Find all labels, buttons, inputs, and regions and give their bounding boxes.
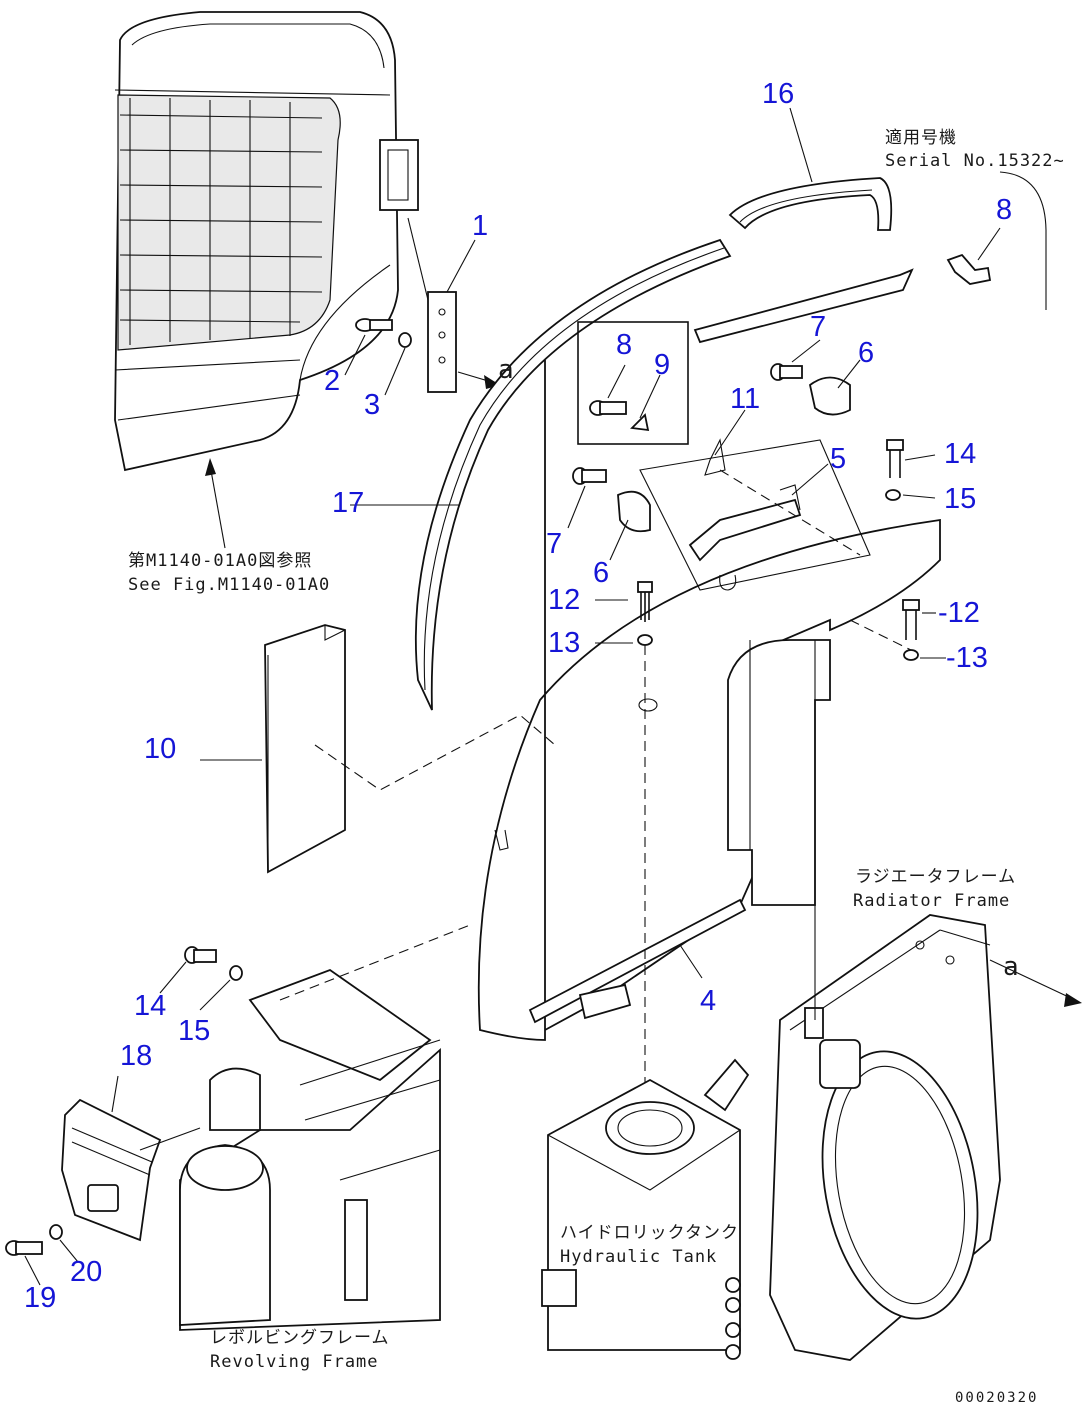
mount-hole — [638, 698, 658, 712]
arrow-a-label-2: a — [1003, 952, 1019, 982]
radiator-jp-label: ラジエータフレーム — [855, 867, 1016, 887]
right-dash — [849, 619, 912, 651]
part-15-washer-left — [229, 965, 243, 981]
part-9-pin — [630, 413, 650, 432]
part-5-bracket — [688, 438, 802, 562]
arrow-a-label-1: a — [498, 355, 514, 385]
revolving-jp-label: レボルビングフレーム — [210, 1328, 390, 1348]
callout-10: 10 — [144, 733, 176, 765]
hood-cover — [114, 11, 419, 472]
part-12-bolt-center — [637, 581, 653, 622]
radiator-frame — [769, 914, 1001, 1361]
part-19-bolt — [5, 1240, 43, 1256]
callout-13-center: 13 — [548, 627, 580, 659]
part-8-clip-right — [946, 253, 992, 285]
part-13-washer-right — [903, 649, 919, 661]
part-6-clip-lower — [617, 490, 651, 533]
callout-3: 3 — [364, 389, 380, 421]
part-7-bolt-lower — [572, 467, 607, 485]
drawing-code: 00020320 — [955, 1390, 1038, 1406]
callout-19: 19 — [24, 1282, 56, 1314]
fig-ref-en-label: See Fig.M1140-01A0 — [128, 575, 330, 595]
part-7-bolt-upper — [770, 363, 803, 381]
callout-16: 16 — [762, 78, 794, 110]
cover-leader — [139, 1127, 201, 1151]
callout-14-right: 14 — [944, 438, 976, 470]
leader-lines — [24, 107, 1001, 1286]
hydraulic-tank — [541, 1058, 750, 1360]
part-20-washer — [49, 1224, 63, 1240]
callout-numbers: 1 2 3 4 5 6 6 7 7 8 8 9 10 11 12 -12 13 … — [24, 78, 1012, 1314]
callout-17: 17 — [332, 487, 364, 519]
fig-ref-arrowhead — [205, 458, 216, 476]
serial-bracket — [999, 171, 1047, 310]
revolving-en-label: Revolving Frame — [210, 1352, 379, 1372]
callout-8-box: 8 — [616, 329, 632, 361]
part-14-bolt-left — [184, 946, 217, 964]
callout-7-lower: 7 — [546, 528, 562, 560]
callout-6-upper: 6 — [858, 337, 874, 369]
callout-11: 11 — [730, 383, 760, 415]
fig-ref-leader — [209, 464, 226, 549]
part-14-bolt-right — [886, 439, 904, 478]
part-8-bolt — [589, 400, 627, 416]
callout-8-right: 8 — [996, 194, 1012, 226]
callout-12-center: 12 — [548, 584, 580, 616]
callout-1: 1 — [472, 210, 488, 242]
callout-5: 5 — [830, 443, 846, 475]
callout-6-lower: 6 — [593, 557, 609, 589]
part-13-washer-center — [637, 634, 653, 646]
radiator-en-label: Radiator Frame — [853, 891, 1010, 911]
arrow-a-head — [1064, 993, 1082, 1007]
arrow-a-line — [989, 959, 1076, 1001]
tank-en-label: Hydraulic Tank — [560, 1247, 717, 1267]
revolving-frame — [179, 924, 471, 1331]
part-16-seal — [728, 177, 893, 231]
callout-2: 2 — [324, 365, 340, 397]
callout-13-right: -13 — [946, 642, 988, 674]
callout-15-right: 15 — [944, 483, 976, 515]
part-1-hinge — [407, 217, 500, 393]
bracket-outline — [639, 439, 871, 591]
part-4-shroud — [477, 360, 941, 1041]
part-10-sponge — [264, 624, 346, 874]
callout-4: 4 — [700, 985, 716, 1017]
part-17-seal — [414, 238, 732, 711]
callout-9: 9 — [654, 349, 670, 381]
part-12-bolt-right — [902, 599, 920, 640]
callout-12-right: -12 — [938, 597, 980, 629]
detail-box — [577, 321, 689, 445]
part-18-cover — [61, 1098, 162, 1242]
frame-dash — [279, 924, 471, 1001]
seal-strip — [693, 268, 914, 344]
callout-18: 18 — [120, 1040, 152, 1072]
callout-14-left: 14 — [134, 990, 166, 1022]
part-15-washer-right — [885, 489, 901, 501]
callout-7-upper: 7 — [810, 311, 826, 343]
part-2-bolt — [355, 318, 393, 332]
part-6-clip-upper — [808, 376, 851, 416]
callout-15-left: 15 — [178, 1015, 210, 1047]
part-3-washer — [398, 332, 412, 348]
captions: 適用号機 Serial No.15322~ 第M1140-01A0図参照 See… — [128, 128, 1065, 1406]
tank-jp-label: ハイドロリックタンク — [560, 1223, 739, 1243]
serial-en-label: Serial No.15322~ — [885, 151, 1065, 171]
bracket-dash — [719, 469, 861, 556]
sponge-dash — [314, 714, 556, 791]
fig-ref-jp-label: 第M1140-01A0図参照 — [128, 551, 312, 571]
serial-jp-label: 適用号機 — [885, 128, 957, 148]
callout-20: 20 — [70, 1256, 102, 1288]
